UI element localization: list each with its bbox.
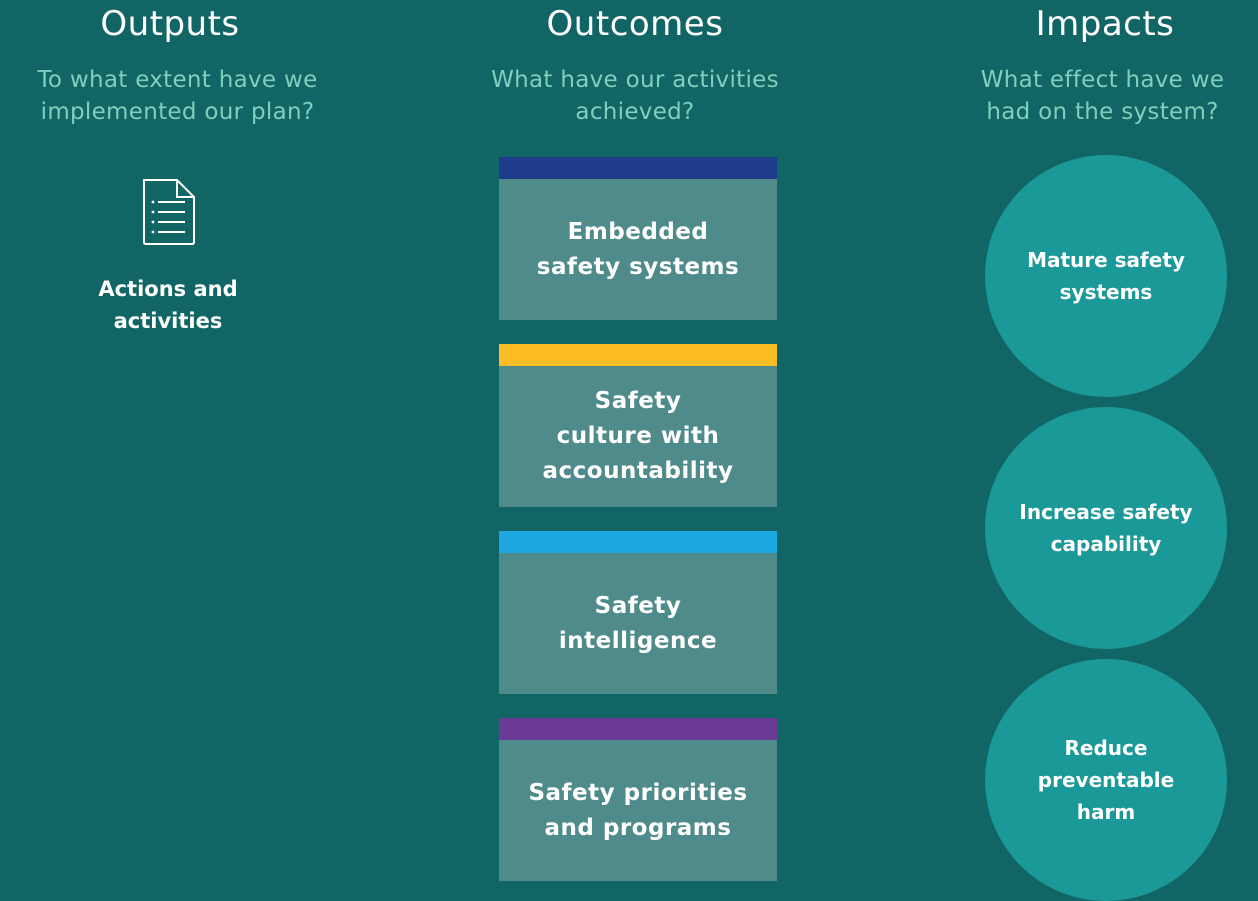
outputs-label: Actions and activities [60,273,276,337]
outputs-title: Outputs [100,4,240,44]
impact-line2: preventable [1037,768,1175,792]
outcome-text: Safety culture with accountability [499,366,777,507]
outcomes-subtitle-line2: achieved? [575,99,695,125]
outcome-color-bar [499,344,777,366]
impact-line2: systems [1059,280,1153,304]
impact-line1: Increase safety [1019,500,1193,524]
outcome-line2: intelligence [558,627,718,654]
impacts-title: Impacts [1035,4,1175,44]
outcome-text: Safety intelligence [499,553,777,694]
outcome-line3: accountability [542,458,734,484]
outcome-line1: Safety priorities [528,779,748,806]
impact-line1: Mature safety [1027,248,1185,272]
outcome-box-safety-culture: Safety culture with accountability [499,344,777,507]
outcome-line1: Embedded [567,218,709,245]
outputs-subtitle: To what extent have we implemented our p… [0,64,355,128]
outputs-label-line2: activities [113,309,223,333]
outcome-line1: Safety [594,592,682,619]
impact-line1: Reduce [1064,736,1148,760]
outcome-box-safety-intelligence: Safety intelligence [499,531,777,694]
impact-line2: capability [1050,532,1162,556]
outcome-box-safety-priorities: Safety priorities and programs [499,718,777,881]
outcome-text: Embedded safety systems [499,179,777,320]
outputs-subtitle-line1: To what extent have we [37,67,318,93]
impact-circle-reduce-preventable-harm: Reduce preventable harm [985,659,1227,901]
impacts-subtitle: What effect have we had on the system? [950,64,1255,128]
outcomes-subtitle-line1: What have our activities [491,67,779,93]
outcome-line2: and programs [544,814,732,841]
outcomes-subtitle: What have our activities achieved? [455,64,815,128]
outcome-box-embedded-safety-systems: Embedded safety systems [499,157,777,320]
impact-circle-increase-safety-capability: Increase safety capability [985,407,1227,649]
outputs-subtitle-line2: implemented our plan? [40,99,315,125]
outcome-color-bar [499,531,777,553]
outcome-color-bar [499,718,777,740]
document-list-icon [143,179,195,245]
impact-line3: harm [1076,800,1136,824]
impact-circle-mature-safety-systems: Mature safety systems [985,155,1227,397]
impacts-subtitle-line2: had on the system? [986,99,1219,125]
outcome-line1: Safety [594,388,682,414]
outcome-line2: culture with [556,423,720,449]
outputs-label-line1: Actions and [98,277,238,301]
outcome-text: Safety priorities and programs [499,740,777,881]
outcomes-title: Outcomes [546,4,724,44]
outcome-color-bar [499,157,777,179]
outcome-line2: safety systems [536,253,740,280]
impacts-subtitle-line1: What effect have we [980,67,1225,93]
